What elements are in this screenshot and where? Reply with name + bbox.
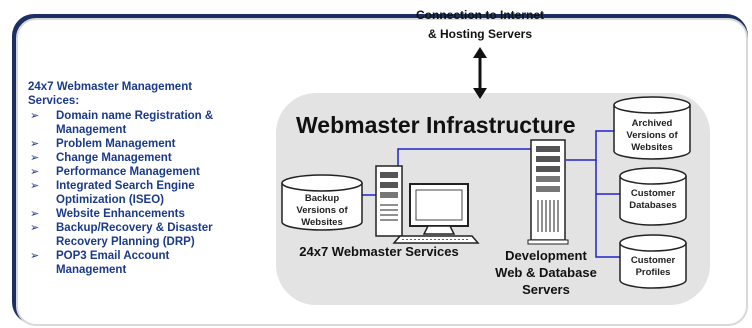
archived-versions-label: Archived Versions of Websites (626, 118, 678, 153)
service-item-text: Management (56, 264, 127, 276)
services-heading: 24x7 Webmaster Management Services: (28, 80, 268, 108)
service-item-text: Recovery Planning (DRP) (56, 236, 195, 248)
chevron-bullet-icon: ➢ (30, 166, 40, 178)
customer-databases-label: Customer Databases (629, 188, 677, 211)
chevron-bullet-icon: ➢ (30, 180, 40, 192)
service-item-text: Backup/Recovery & Disaster (56, 222, 213, 234)
chevron-bullet-icon: ➢ (30, 222, 40, 234)
double-arrow-icon (473, 47, 487, 99)
services-heading-line-2: Services: (28, 95, 80, 107)
services-heading-line-1: 24x7 Webmaster Management (28, 81, 193, 93)
service-item-text: Management (56, 124, 127, 136)
services-items: ➢ Domain name Registration & Management ➢ Pr… (28, 109, 268, 277)
chevron-bullet-icon: ➢ (30, 110, 40, 122)
database-cylinder-icon (281, 96, 691, 289)
service-item: ➢ Website Enhancements (28, 207, 268, 221)
connection-label: Connection to Internet & Hosting Servers (380, 6, 580, 44)
desktop-tower-icon (375, 165, 403, 237)
service-item-text: Performance Management (56, 166, 200, 178)
services-list: 24x7 Webmaster Management Services: ➢ Dom… (28, 80, 268, 277)
backup-versions-label: Backup Versions of Websites (296, 193, 348, 228)
service-item: ➢ Problem Management (28, 137, 268, 151)
connection-label-line-2: & Hosting Servers (427, 27, 533, 41)
service-item-text: Change Management (56, 152, 172, 164)
infrastructure-title: Webmaster Infrastructure (296, 112, 576, 138)
webmaster-services-label: 24x7 Webmaster Services (299, 244, 459, 259)
service-item: ➢ Performance Management (28, 165, 268, 179)
service-item: ➢ Domain name Registration & Management (28, 109, 268, 137)
chevron-bullet-icon: ➢ (30, 152, 40, 164)
service-item-text: Website Enhancements (56, 208, 185, 220)
tower-server-icon (527, 139, 569, 245)
customer-profiles-label: Customer Profiles (630, 255, 676, 278)
service-item-text: Integrated Search Engine (56, 180, 195, 192)
service-item-text: Optimization (ISEO) (56, 194, 164, 206)
connection-label-line-1: Connection to Internet (416, 8, 544, 22)
chevron-bullet-icon: ➢ (30, 138, 40, 150)
development-servers-label: Development Web & Database Servers (495, 248, 597, 297)
service-item-text: POP3 Email Account (56, 250, 170, 262)
chevron-bullet-icon: ➢ (30, 208, 40, 220)
service-item-text: Domain name Registration & (56, 110, 214, 122)
service-item-text: Problem Management (56, 138, 176, 150)
chevron-bullet-icon: ➢ (30, 250, 40, 262)
service-item: ➢ Change Management (28, 151, 268, 165)
monitor-icon (392, 183, 480, 244)
